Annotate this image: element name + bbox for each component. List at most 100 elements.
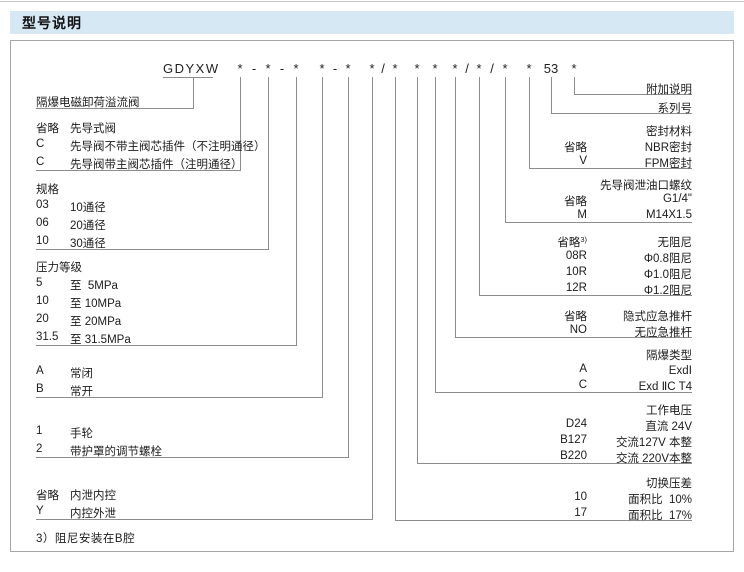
label-row: 工作电压 [392,402,692,418]
code-token: 53 [543,61,559,76]
option-desc: 面积比 17% [628,510,692,522]
option-desc: G1/4" [662,193,692,205]
connector-line-adjustment [348,77,349,458]
label-row: 先导阀泄油口螺纹 [392,177,692,193]
connector-line-product-name [36,108,194,109]
label-row: 切换压差 [392,475,692,491]
option-desc: 至 20MPa [70,316,122,328]
connector-line-pilot-drain-thread [505,77,506,223]
label-row: 10 面积比 10% [392,491,692,507]
label-row: 12R Φ1.2阻尼 [392,282,692,298]
section-title: 型号说明 [22,14,82,31]
option-desc: 先导阀带主阀芯插件（注明通径） [70,159,243,171]
label-group-product-name: 隔爆电磁卸荷溢流阀 [36,94,140,112]
option-desc: 10通径 [70,202,106,214]
group-title: 隔爆类型 [646,350,692,362]
option-code: 省略 [564,196,587,208]
code-token: * [414,61,420,76]
connector-line-pilot-valve-type [36,170,241,171]
code-token: * [293,61,299,76]
option-code: 10 [574,491,587,503]
connector-line-additional-note [574,94,692,95]
code-token: - [332,61,338,76]
option-desc: 面积比 10% [628,494,692,506]
code-token: * [432,61,438,76]
connector-line-product-name [193,77,194,109]
option-code: D24 [565,418,587,430]
option-code: C [578,379,587,391]
connector-line-size [268,77,269,250]
option-desc: 无应急推杆 [634,327,693,339]
option-desc: 先导式阀 [70,123,116,135]
connector-line-explosion-proof-type [435,77,436,393]
option-desc: M14X1.5 [645,209,692,221]
option-desc: 无阻尼 [657,237,693,249]
option-code: 省略 [36,490,59,502]
option-code: C [36,156,45,168]
code-token: / [381,61,385,76]
code-token: * [452,61,458,76]
option-code: 12R [565,282,587,294]
label-row: 省略3) 无阻尼 [392,234,692,250]
option-desc: ExdⅠ [668,365,692,377]
option-code: 10 [36,235,49,247]
code-token: * [319,61,325,76]
option-code: 08R [565,250,587,262]
option-desc: 交流127V 本整 [615,437,692,449]
label-row: 隔爆电磁卸荷溢流阀 [36,94,140,112]
label-row: 附加说明 [392,81,692,97]
label-row: 压力等级 [36,259,131,277]
label-row: 密封材料 [392,123,692,139]
option-code: 省略 [564,311,587,323]
option-desc: 30通径 [70,238,106,250]
label-row: 省略先导式阀 [36,120,266,138]
code-token: * [392,61,398,76]
option-desc: FPM密封 [644,158,692,170]
connector-line-pressure-grade [296,77,297,346]
option-code: 省略3) [557,235,587,249]
group-title: 工作电压 [646,405,692,417]
group-title: 隔爆电磁卸荷溢流阀 [36,97,140,109]
option-code: 2 [36,443,43,455]
option-code: NO [569,324,587,336]
label-row: 隔爆类型 [392,347,692,363]
option-desc: 带护罩的调节螺栓 [70,446,162,458]
code-token: / [490,61,494,76]
group-title: 附加说明 [646,84,692,96]
code-token: * [476,61,482,76]
option-code: 31.5 [36,331,59,343]
label-row: 系列号 [392,100,693,116]
code-token: * [571,61,577,76]
option-code: Y [36,505,44,517]
option-desc: 20通径 [70,220,106,232]
option-desc: Φ1.2阻尼 [643,285,692,297]
code-token: / [465,61,469,76]
option-code: 5 [36,277,43,289]
connector-line-working-voltage [417,463,692,464]
label-row: C 先导阀带主阀芯插件（注明通径） [36,156,266,174]
code-token: * [345,61,351,76]
connector-line-drain-control [36,519,373,520]
page-top-rule [0,1,744,2]
option-code: 10R [565,266,587,278]
code-token: - [251,61,257,76]
connector-line-seal-material [529,77,530,169]
